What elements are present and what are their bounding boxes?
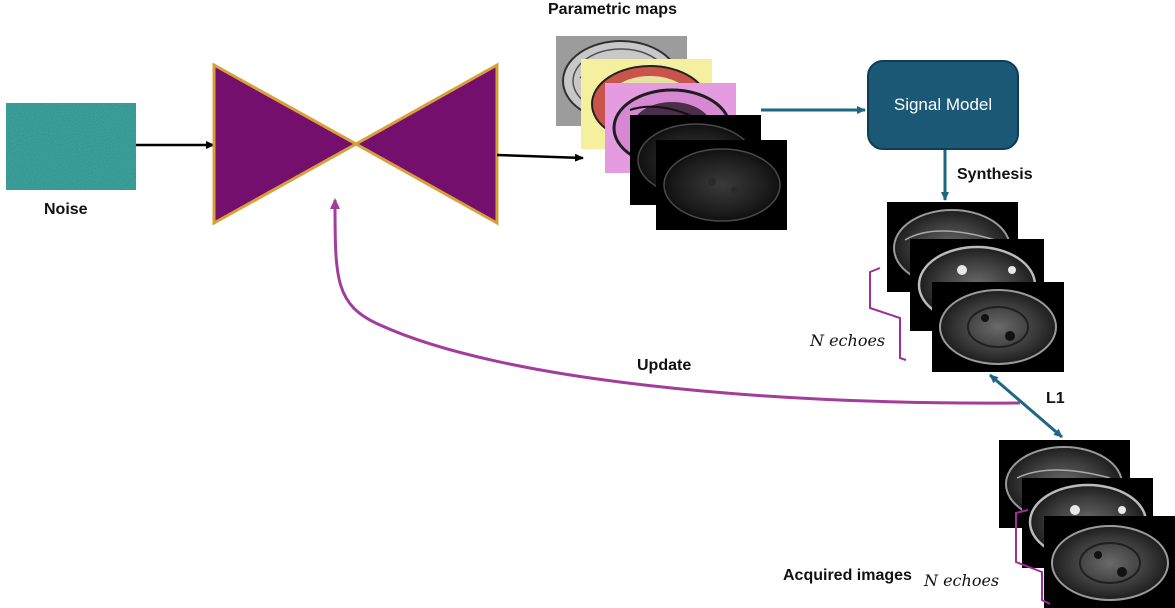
brace-acquired-echoes [1015,509,1051,605]
signal-model-label: Signal Model [893,95,993,114]
parametric-maps-stack [556,36,787,230]
synthesis-label: Synthesis [957,166,1033,183]
arrow-network-to-maps [496,153,584,162]
network-bowtie [212,62,499,226]
noise-image [6,103,136,190]
acquired-echoes-label: N echoes [924,571,1000,590]
parametric-maps-label: Parametric maps [548,1,677,18]
noise-label: Noise [44,201,88,218]
arrow-l1 [989,373,1063,439]
acquired-images-label: Acquired images [783,567,912,584]
synth-echoes-label: N echoes [810,331,886,350]
signal-model-box: Signal Model [867,60,1019,150]
l1-label: L1 [1046,390,1065,407]
arrow-update [330,198,1021,405]
brace-synth-echoes [869,267,907,361]
acquired-images-stack [999,440,1175,608]
update-label: Update [637,357,692,374]
synthesized-images-stack [887,202,1064,372]
